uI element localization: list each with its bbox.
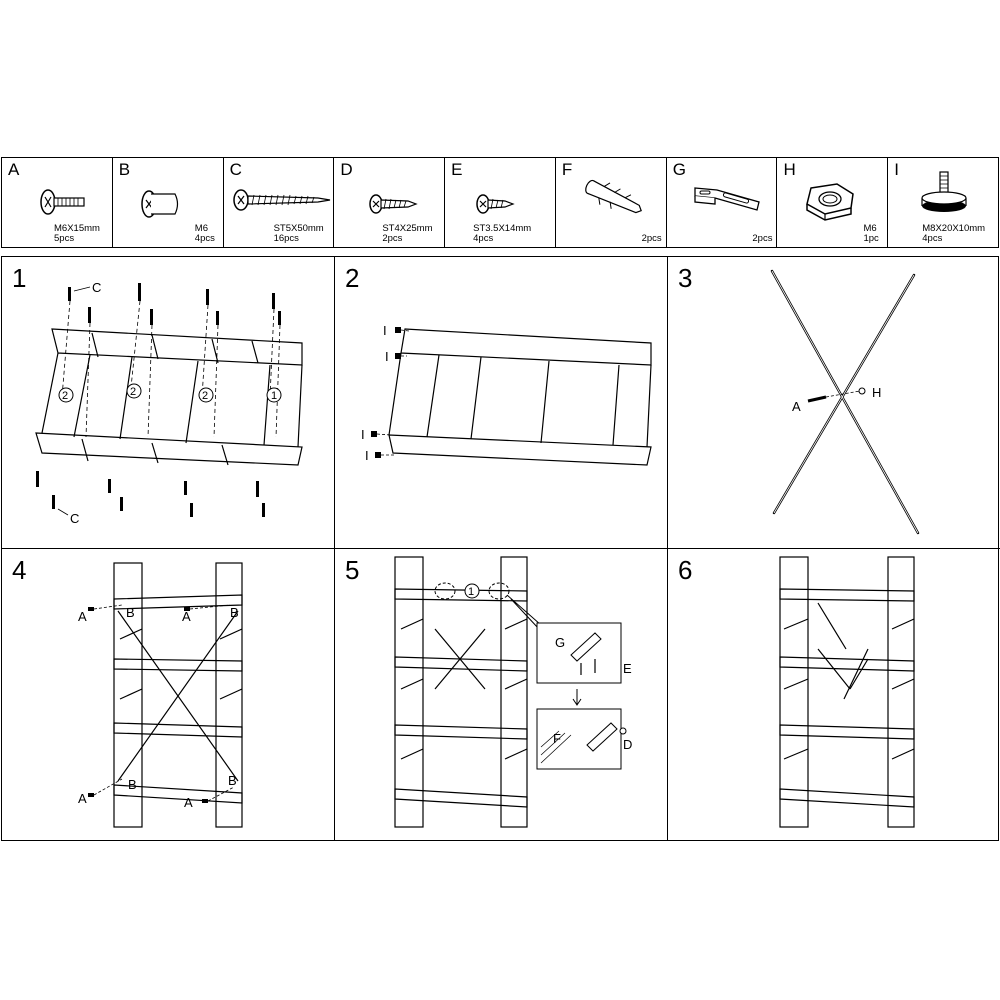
hex-nut-icon bbox=[806, 183, 855, 221]
nut-callout-b: B bbox=[126, 605, 135, 620]
part-qty: 4pcs bbox=[473, 233, 494, 244]
bolt-icon bbox=[40, 189, 85, 215]
part-letter: C bbox=[229, 160, 242, 179]
short-screw-icon bbox=[476, 194, 515, 214]
nut-callout-b: B bbox=[230, 605, 239, 620]
part-qty: 5pcs bbox=[54, 233, 75, 244]
part-qty: 1pc bbox=[863, 233, 879, 244]
part-f: F 2pcs bbox=[556, 158, 667, 247]
wall-bracket-icon bbox=[694, 187, 760, 211]
bolt-callout-a: A bbox=[182, 609, 191, 624]
part-letter: F bbox=[561, 160, 573, 179]
step-5: 5 1 G E bbox=[335, 549, 668, 840]
part-i: I M8X20X10mm 4pcs bbox=[888, 158, 998, 247]
step-number: 3 bbox=[678, 263, 693, 293]
step-4: 4 A B A B A B A B bbox=[2, 549, 335, 840]
part-letter: I bbox=[894, 160, 899, 179]
screw-callout-d: D bbox=[623, 737, 632, 752]
part-c: C ST5X50mm 16pcs bbox=[224, 158, 335, 247]
part-letter: B bbox=[118, 160, 131, 179]
screw-callout-e: E bbox=[623, 661, 632, 676]
wall-anchor-diagram: 1 G E F D bbox=[394, 556, 632, 828]
anchor-callout-f: F bbox=[553, 731, 561, 746]
part-letter: A bbox=[8, 160, 20, 179]
frame-callout-1: 1 bbox=[271, 390, 277, 402]
cross-brace-diagram: A H bbox=[770, 269, 920, 535]
part-letter: G bbox=[672, 160, 686, 179]
nut-callout-h: H bbox=[872, 385, 881, 400]
nut-callout-b: B bbox=[228, 773, 237, 788]
step-2: 2 I I I I bbox=[335, 257, 668, 549]
barrel-nut-icon bbox=[141, 190, 178, 218]
side-frame-screw-diagram: 2 2 2 1 C C bbox=[35, 280, 303, 526]
part-letter: D bbox=[340, 160, 353, 179]
bracket-callout-g: G bbox=[555, 635, 565, 650]
leveling-foot-icon bbox=[921, 171, 967, 212]
part-d: D ST4X25mm 2pcs bbox=[334, 158, 446, 247]
part-qty: 16pcs bbox=[273, 233, 299, 244]
screw-callout-c: C bbox=[92, 280, 101, 295]
screw-icon bbox=[369, 194, 419, 214]
nut-callout-b: B bbox=[128, 777, 137, 792]
part-qty: 2pcs bbox=[382, 233, 403, 244]
screw-callout-c: C bbox=[70, 511, 79, 526]
bolt-callout-a: A bbox=[78, 609, 87, 624]
step-1: 1 bbox=[2, 257, 335, 549]
step-number: 4 bbox=[12, 555, 27, 585]
parts-list: A M6X15mm 5pcs B M6 4pcs C ST5X50mm 16pc… bbox=[1, 157, 999, 248]
foot-callout-i: I bbox=[365, 448, 369, 463]
step-number: 1 bbox=[12, 263, 27, 293]
part-spec: M8X20X10mm bbox=[922, 223, 986, 234]
bolt-callout-a: A bbox=[792, 399, 801, 414]
foot-callout-i: I bbox=[385, 349, 389, 364]
frame-callout-2: 2 bbox=[202, 390, 208, 402]
part-qty: 4pcs bbox=[194, 233, 215, 244]
assembly-steps: 1 bbox=[1, 256, 1000, 841]
part-a: A M6X15mm 5pcs bbox=[2, 158, 113, 247]
wall-anchor-icon bbox=[585, 179, 642, 214]
part-spec: M6X15mm bbox=[54, 223, 100, 234]
step-number: 6 bbox=[678, 555, 693, 585]
step-3: 3 A H bbox=[668, 257, 1000, 549]
foot-callout-i: I bbox=[383, 323, 387, 338]
foot-callout-i: I bbox=[361, 427, 365, 442]
part-h: H M6 1pc bbox=[777, 158, 889, 247]
step-6: 6 bbox=[668, 549, 1000, 840]
part-spec: ST4X25mm bbox=[382, 223, 433, 234]
part-spec: M6 bbox=[863, 223, 877, 234]
part-e: E ST3.5X14mm 4pcs bbox=[445, 158, 556, 247]
bolt-callout-a: A bbox=[184, 795, 193, 810]
finished-shelf-diagram bbox=[779, 556, 915, 828]
part-qty: 2pcs bbox=[752, 233, 773, 244]
part-g: G 2pcs bbox=[667, 158, 778, 247]
step-number: 2 bbox=[345, 263, 360, 293]
frame-callout-2: 2 bbox=[62, 390, 68, 402]
part-spec: ST3.5X14mm bbox=[473, 223, 532, 234]
bolt-callout-a: A bbox=[78, 791, 87, 806]
step-number: 5 bbox=[345, 555, 360, 585]
part-spec: M6 bbox=[194, 223, 208, 234]
part-qty: 4pcs bbox=[922, 233, 943, 244]
part-letter: E bbox=[451, 160, 463, 179]
frame-callout-2: 2 bbox=[130, 386, 136, 398]
part-b: B M6 4pcs bbox=[113, 158, 224, 247]
part-letter: H bbox=[783, 160, 796, 179]
part-spec: ST5X50mm bbox=[273, 223, 324, 234]
long-screw-icon bbox=[232, 189, 330, 211]
shelf-assembly-diagram: A B A B A B A B bbox=[78, 562, 243, 828]
part-qty: 2pcs bbox=[641, 233, 662, 244]
frame-foot-diagram: I I I I bbox=[361, 323, 652, 466]
frame-callout-1: 1 bbox=[468, 586, 474, 598]
